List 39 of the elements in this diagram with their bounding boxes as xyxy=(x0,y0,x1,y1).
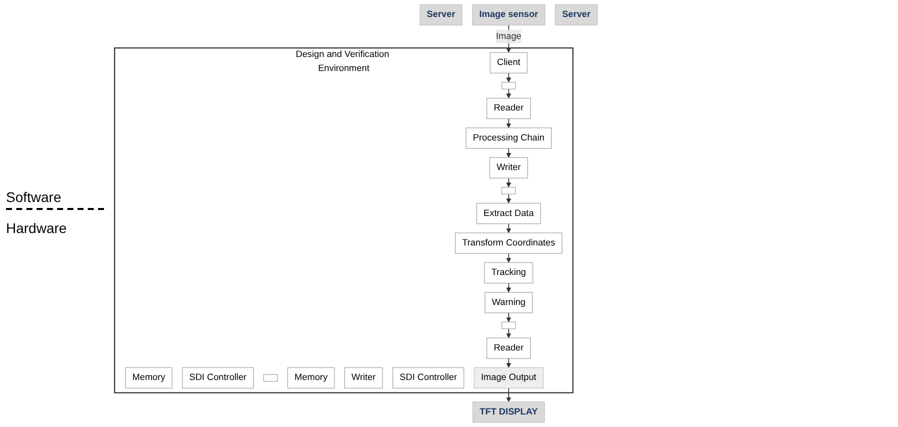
arrow xyxy=(506,148,512,158)
arrow xyxy=(506,328,512,338)
node-box xyxy=(502,186,516,194)
arrow xyxy=(506,223,512,234)
node-box: Reader xyxy=(486,98,531,120)
arrow xyxy=(506,253,512,263)
node-box: Writer xyxy=(489,157,528,178)
node-box: Memory xyxy=(287,367,335,388)
node-box xyxy=(263,374,278,382)
edge-label: Image xyxy=(496,31,522,42)
layer-label: Software xyxy=(6,188,104,210)
node-box: Server xyxy=(554,4,598,26)
node-box: Extract Data xyxy=(476,202,541,224)
node-box: Memory xyxy=(125,367,172,388)
node-box: Processing Chain xyxy=(466,128,552,149)
arrow xyxy=(506,312,512,322)
layer-label: Hardware xyxy=(6,220,68,238)
node-box xyxy=(502,82,516,90)
node-box xyxy=(502,322,516,330)
arrow xyxy=(506,358,512,368)
node-box: Tracking xyxy=(484,262,534,284)
node-box: Writer xyxy=(344,367,383,388)
node-box: Transform Coordinates xyxy=(455,232,562,254)
node-box: Client xyxy=(490,52,528,74)
node-box: TFT DISPLAY xyxy=(472,402,545,423)
node-box: Reader xyxy=(486,338,531,359)
arrow xyxy=(506,178,512,188)
node-box: Warning xyxy=(484,292,533,314)
arrow xyxy=(506,72,512,82)
arrow xyxy=(506,388,512,402)
arrow xyxy=(506,118,512,128)
node-box: Server xyxy=(420,4,462,26)
node-box: Image Output xyxy=(474,367,544,388)
arrow xyxy=(506,88,512,98)
arrow xyxy=(506,194,512,204)
arrow xyxy=(506,282,512,292)
node-box: SDI Controller xyxy=(182,367,254,388)
node-box: SDI Controller xyxy=(392,367,464,388)
node-box: Image sensor xyxy=(472,4,546,26)
